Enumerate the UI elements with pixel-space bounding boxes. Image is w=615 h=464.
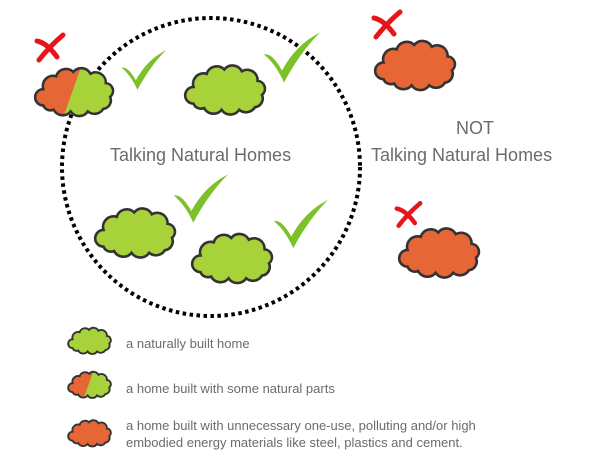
natural-home-cloud [183, 64, 267, 116]
check-icon [264, 32, 320, 83]
outside-label: Talking Natural Homes [371, 145, 553, 165]
legend-partial-cloud [67, 370, 112, 399]
cross-icon [371, 9, 403, 40]
check-icon [121, 50, 166, 90]
check-icon [273, 199, 328, 249]
natural-home-cloud [190, 232, 274, 285]
legend-natural-cloud [67, 326, 112, 355]
partial-natural-home-cloud [33, 66, 115, 118]
legend-partial-text: a home built with some natural parts [126, 381, 335, 396]
cross-icon [34, 32, 66, 63]
inside-label: Talking Natural Homes [110, 145, 292, 165]
legend-unnatural-cloud [67, 419, 112, 448]
unnatural-home-cloud [373, 39, 457, 92]
unnatural-home-cloud [397, 227, 481, 279]
check-icon [173, 174, 228, 223]
legend-natural-text: a naturally built home [126, 336, 250, 351]
legend-unnatural-text-line2: embodied energy materials like steel, pl… [126, 435, 463, 450]
cross-icon [394, 200, 423, 228]
outside-label-not: NOT [456, 118, 494, 138]
legend-unnatural-text-line1: a home built with unnecessary one-use, p… [126, 418, 476, 433]
natural-home-cloud [93, 207, 177, 259]
